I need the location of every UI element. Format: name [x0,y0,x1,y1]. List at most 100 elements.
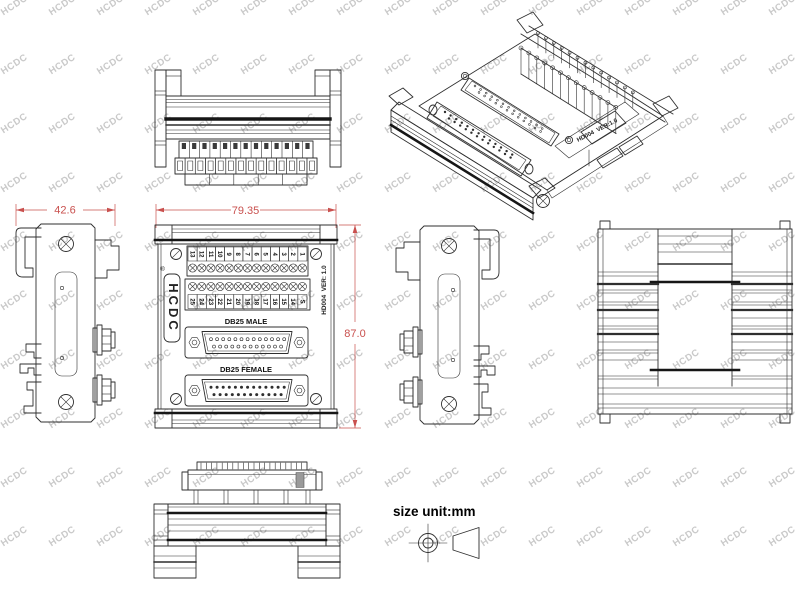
watermark-text: HCDC [95,169,126,196]
jack-screw [92,324,116,356]
terminal-screw [574,80,579,85]
pin-slot [233,143,238,149]
label-plate [554,101,640,159]
watermark-text: HCDC [719,523,750,550]
male-pin [258,337,262,341]
terminal-screw [518,45,524,51]
terminal-number: 19 [243,298,249,305]
terminal-number: 24 [198,298,204,305]
female-socket [492,145,495,149]
dimension-depth: 42.6 [54,205,75,217]
db25-female-connector [184,374,309,407]
male-pin [529,120,533,123]
front-rail-endcap [388,87,414,106]
female-socket [264,385,268,389]
watermark-text: HCDC [431,464,462,491]
male-pin [218,344,222,349]
pin-slot [243,143,248,149]
corner-screw [170,393,182,405]
female-socket [279,393,283,397]
female-socket [466,125,469,128]
female-socket [227,385,231,389]
dsub-pins-iso [443,84,544,159]
terminal-screw [279,263,289,273]
terminal-screw [613,105,619,110]
db25-female-iso [426,101,532,177]
side-plate [35,223,96,423]
corner-screw [310,393,322,405]
watermark-text: HCDC [767,110,798,137]
pin-slot [305,143,310,149]
front-rail-endcap [528,177,556,199]
watermark-text: HCDC [767,0,798,19]
watermark-text: HCDC [719,110,750,137]
female-socket [276,385,280,389]
female-socket [488,139,491,142]
female-socket [270,385,274,389]
male-pin [221,337,225,341]
clamp-cell [215,157,227,175]
db25-male-connector [184,326,309,359]
watermark-text: HCDC [47,169,78,196]
female-socket [459,124,462,127]
female-socket [481,138,484,141]
watermark-text: HCDC [95,523,126,550]
female-socket [503,152,507,156]
male-pin [500,105,503,108]
female-socket [215,385,219,389]
size-unit-label: size unit:mm [393,504,476,519]
watermark-text: HCDC [719,51,750,78]
clamp-cell [266,157,277,175]
female-socket [449,114,452,117]
pin-slot [192,143,197,149]
terminal-screw [233,282,243,291]
female-socket [261,393,265,397]
female-socket [505,149,508,153]
terminal-screw [297,282,307,291]
watermark-text: HCDC [623,523,654,550]
terminal-number: 23 [207,298,213,305]
male-pin [483,94,486,98]
watermark-text: HCDC [95,464,126,491]
terminal-screw [197,282,207,291]
female-socket [249,393,253,397]
male-pin [477,91,481,94]
male-pin [518,113,522,116]
clamp-cell [225,157,237,175]
hex-jack-screw [188,337,201,348]
terminal-number: 13 [188,251,194,258]
watermark-text: HCDC [575,523,606,550]
female-socket [224,393,228,397]
din-clip-hook [15,227,42,278]
terminal-number: 5 [262,253,268,257]
terminal-number: 8 [234,253,240,257]
watermark-text: HCDC [0,464,30,491]
male-pin [245,337,250,341]
female-socket [282,385,286,389]
female-socket [475,135,479,138]
watermark-text: HCDC [0,523,30,550]
hex-jack-screw [188,385,201,396]
male-pin [490,95,494,98]
terminal-screw [233,263,243,273]
female-socket [477,132,480,135]
watermark-text: HCDC [47,110,78,137]
male-pin [535,123,538,127]
terminal-screw [550,65,555,71]
male-pin [236,344,241,349]
terminal-number: 22 [216,298,222,305]
female-socket [471,128,475,131]
terminal-number: 2 [289,253,295,257]
back-rail-endcap [652,95,679,117]
watermark-text: HCDC [0,169,30,196]
terminal-screw [206,263,216,273]
terminal-screw [542,60,547,66]
hex-jack-screw [293,337,306,348]
watermark-text: HCDC [47,0,78,19]
pin-slot [274,143,279,149]
female-socket [494,142,497,146]
db25-male-iso [460,77,560,147]
male-pin [215,337,219,341]
watermark-text: HCDC [191,0,222,19]
side-profile [15,223,120,423]
